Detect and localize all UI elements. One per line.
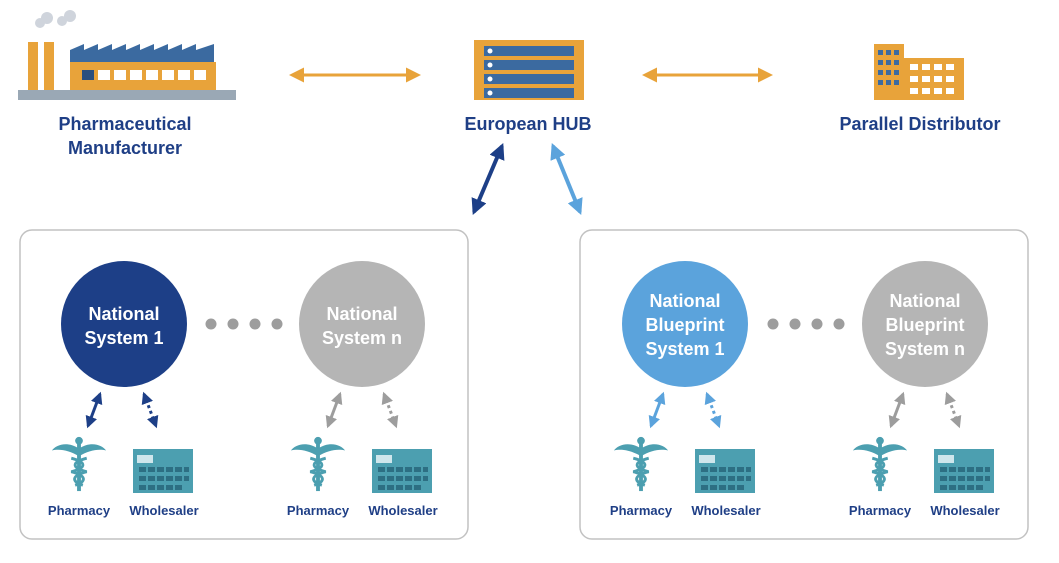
right-systemn-line3: System n [885, 339, 965, 359]
right-pharmacy2-label: Pharmacy [849, 503, 912, 518]
right-systemn-line1: National [889, 291, 960, 311]
national-blueprint-system-n-circle [862, 261, 988, 387]
right-system1-line1: National [649, 291, 720, 311]
server-icon [474, 40, 584, 100]
left-systemn-line1: National [326, 304, 397, 324]
warehouse-icon [372, 449, 432, 493]
blueprintn-pharmacy-arrow [888, 391, 906, 429]
right-wholesaler1-label: Wholesaler [691, 503, 760, 518]
national-system-1-circle [61, 261, 187, 387]
hub-left-arrow [471, 143, 505, 215]
left-pharmacy2-label: Pharmacy [287, 503, 350, 518]
warehouse-icon [695, 449, 755, 493]
right-wholesaler2-label: Wholesaler [930, 503, 999, 518]
warehouse-icon [934, 449, 994, 493]
national-blueprint-system-1-circle [622, 261, 748, 387]
manufacturer-label-line2: Manufacturer [68, 138, 182, 158]
left-system1-line1: National [88, 304, 159, 324]
left-wholesaler1-label: Wholesaler [129, 503, 198, 518]
systemn-pharmacy-arrow [325, 391, 343, 429]
right-system1-line2: Blueprint [646, 315, 725, 335]
building-icon [874, 44, 964, 100]
factory-icon [18, 10, 236, 100]
blueprint1-pharmacy-arrow [648, 391, 666, 429]
right-system1-line3: System 1 [645, 339, 724, 359]
system1-pharmacy-arrow [85, 391, 103, 429]
right-systemn-line2: Blueprint [886, 315, 965, 335]
left-pharmacy1-label: Pharmacy [48, 503, 111, 518]
warehouse-icon [133, 449, 193, 493]
manufacturer-label-line1: Pharmaceutical [58, 114, 191, 134]
right-pharmacy1-label: Pharmacy [610, 503, 673, 518]
left-wholesaler2-label: Wholesaler [368, 503, 437, 518]
left-systemn-line2: System n [322, 328, 402, 348]
hub-right-arrow [550, 143, 583, 215]
left-system1-line2: System 1 [84, 328, 163, 348]
right-ellipsis [767, 318, 845, 330]
national-system-n-circle [299, 261, 425, 387]
hub-label: European HUB [464, 114, 591, 134]
distributor-label: Parallel Distributor [839, 114, 1000, 134]
left-ellipsis [205, 318, 283, 330]
